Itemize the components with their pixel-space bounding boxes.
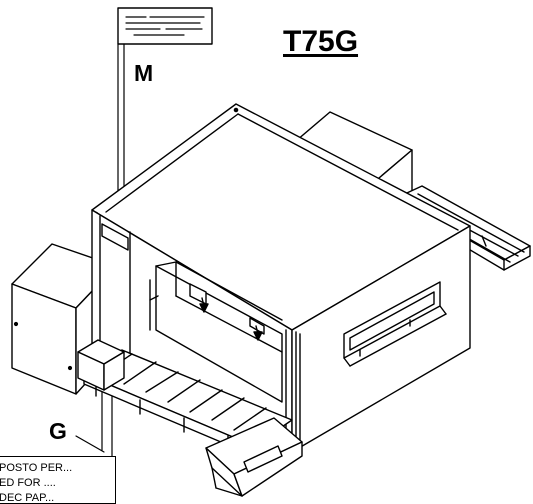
label-m: M — [134, 60, 154, 86]
note-line: DEC PAP... — [0, 492, 55, 504]
note-line: POSTO PER... — [0, 462, 73, 474]
control-panel — [205, 417, 303, 497]
note-line: ED FOR .... — [0, 477, 56, 489]
gas-block-icon — [77, 339, 125, 391]
side-cabinet — [11, 243, 117, 395]
nameplate-icon — [117, 7, 213, 45]
note-box: POSTO PER... ED FOR .... DEC PAP... — [0, 456, 116, 504]
label-g: G — [49, 418, 67, 444]
diagram-title: T75G — [283, 25, 359, 58]
oven-entrance — [149, 261, 283, 403]
observation-window — [343, 281, 447, 367]
